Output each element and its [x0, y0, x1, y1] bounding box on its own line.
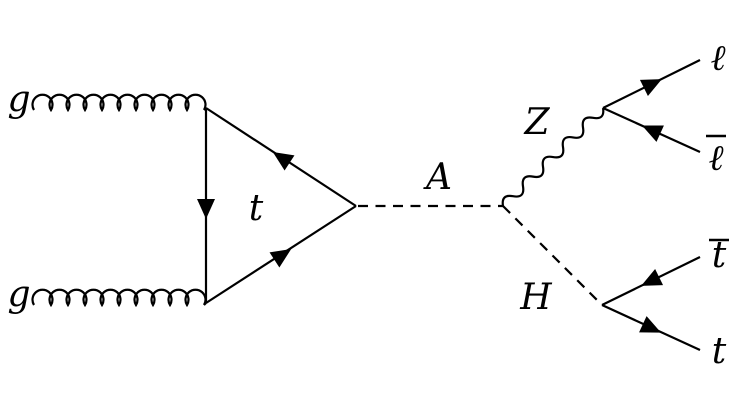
arrow-loop-bottom [269, 248, 292, 268]
gluon-line-bottom [31, 288, 207, 308]
lepton-label: ℓ [711, 38, 726, 79]
arrow-loop-top [272, 151, 295, 171]
z-propagator-line [501, 107, 605, 207]
gluon-top-label: g [7, 79, 30, 120]
h-propagator-line [502, 205, 603, 306]
h-boson-label: H [519, 277, 552, 318]
arrow-lepton [639, 79, 662, 97]
arrow-antilepton [641, 125, 664, 142]
top-label: t [712, 331, 727, 372]
arrow-loop-left [197, 199, 215, 219]
antilepton-label: ℓ [709, 138, 724, 179]
arrow-antitop [641, 268, 664, 286]
antitop-label: t [712, 235, 727, 276]
loop-quark-label: t [249, 188, 264, 229]
gluon-line-top [31, 93, 207, 113]
gluon-bottom-label: g [7, 274, 30, 315]
z-propagator-group [501, 107, 605, 207]
z-boson-label: Z [523, 102, 550, 143]
a-boson-label: A [423, 157, 452, 198]
arrow-top [639, 316, 661, 333]
